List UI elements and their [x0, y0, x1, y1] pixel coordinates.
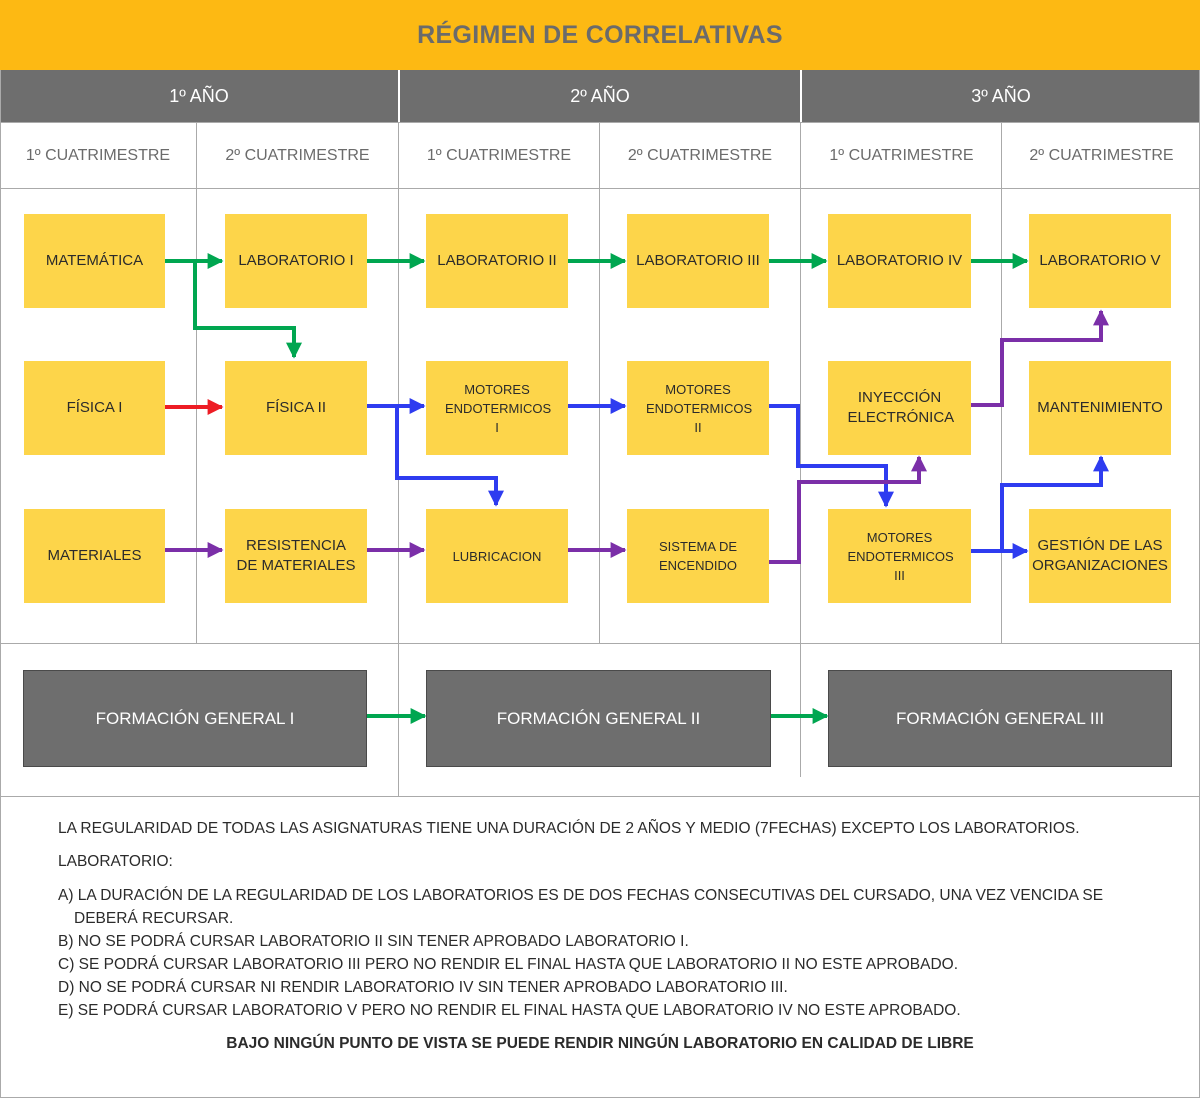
subject-motores-endotermicos-2: MOTORES ENDOTERMICOS II	[627, 361, 769, 455]
subject-laboratorio-5: LABORATORIO V	[1029, 214, 1171, 308]
subject-label: MOTORES ENDOTERMICOS III	[847, 529, 954, 583]
year-header-row: 1º AÑO 2º AÑO 3º AÑO	[0, 70, 1200, 122]
subject-laboratorio-4: LABORATORIO IV	[828, 214, 971, 308]
note-lab-heading: LABORATORIO:	[58, 853, 173, 870]
subject-mantenimiento: MANTENIMIENTO	[1029, 361, 1171, 455]
subject-label: MOTORES ENDOTERMICOS II	[646, 381, 753, 435]
arrow-matematica-to-fisica-2	[193, 261, 302, 359]
subject-motores-endotermicos-3: MOTORES ENDOTERMICOS III	[828, 509, 971, 603]
subject-label: SISTEMA DE ENCENDIDO	[658, 539, 738, 573]
subject-label: RESISTENCIA DE MATERIALES	[236, 537, 356, 574]
subject-label: GESTIÓN DE LAS ORGANIZACIONES	[1032, 537, 1168, 574]
subject-laboratorio-2: LABORATORIO II	[426, 214, 568, 308]
note-final-warning: BAJO NINGÚN PUNTO DE VISTA SE PUEDE REND…	[226, 1035, 974, 1052]
subject-materiales: MATERIALES	[24, 509, 165, 603]
semester-header: 2º CUATRIMESTRE	[225, 147, 370, 164]
year-2-header: 2º AÑO	[570, 85, 630, 106]
subject-gestion-de-las-organizaciones: GESTIÓN DE LAS ORGANIZACIONES	[1029, 509, 1171, 603]
semester-header: 1º CUATRIMESTRE	[426, 147, 572, 164]
grid-line	[0, 70, 1, 1098]
subject-formacion-general-1: FORMACIÓN GENERAL I	[23, 670, 367, 767]
arrow-motores-3-to-mantenimiento	[1000, 455, 1109, 551]
subject-laboratorio-3: LABORATORIO III	[627, 214, 769, 308]
page-title: RÉGIMEN DE CORRELATIVAS	[417, 20, 783, 49]
subject-formacion-general-3: FORMACIÓN GENERAL III	[828, 670, 1172, 767]
grid-line	[0, 643, 1200, 644]
year-3-header: 3º AÑO	[971, 85, 1031, 106]
title-bar: RÉGIMEN DE CORRELATIVAS	[0, 0, 1200, 70]
year-1-header: 1º AÑO	[169, 85, 229, 106]
grid-line	[0, 122, 1200, 123]
arrow-sistema-encendido-to-inyeccion	[769, 455, 927, 564]
subject-sistema-de-encendido: SISTEMA DE ENCENDIDO	[627, 509, 769, 603]
note-rule-b: B) NO SE PODRÁ CURSAR LABORATORIO II SIN…	[58, 933, 689, 950]
arrow-motores-2-to-motores-3	[769, 404, 894, 508]
subject-label: MOTORES ENDOTERMICOS I	[445, 381, 552, 435]
subject-formacion-general-2: FORMACIÓN GENERAL II	[426, 670, 771, 767]
grid-line	[800, 122, 801, 777]
note-rule-e: E) SE PODRÁ CURSAR LABORATORIO V PERO NO…	[58, 1002, 961, 1019]
year-separator	[800, 70, 802, 122]
note-rule-d: D) NO SE PODRÁ CURSAR NI RENDIR LABORATO…	[58, 979, 788, 996]
note-rule-a: A) LA DURACIÓN DE LA REGULARIDAD DE LOS …	[58, 887, 1104, 904]
note-rule-c: C) SE PODRÁ CURSAR LABORATORIO III PERO …	[58, 956, 959, 973]
subject-matematica: MATEMÁTICA	[24, 214, 165, 308]
grid-line	[0, 188, 1200, 189]
subject-label: INYECCIÓN ELECTRÓNICA	[847, 389, 955, 426]
note-rule-a-continued: DEBERÁ RECURSAR.	[74, 910, 234, 927]
grid-line	[196, 122, 197, 643]
subject-motores-endotermicos-1: MOTORES ENDOTERMICOS I	[426, 361, 568, 455]
grid-line	[599, 122, 600, 643]
semester-header: 2º CUATRIMESTRE	[627, 147, 773, 164]
arrow-fisica-2-to-lubricacion	[395, 406, 504, 507]
semester-header: 1º CUATRIMESTRE	[829, 147, 974, 164]
subject-lubricacion: LUBRICACION	[426, 509, 568, 603]
grid-line	[0, 796, 1200, 797]
semester-header: 2º CUATRIMESTRE	[1029, 147, 1174, 164]
arrow-inyeccion-to-laboratorio-5	[971, 309, 1109, 407]
subject-laboratorio-1: LABORATORIO I	[225, 214, 367, 308]
note-intro: LA REGULARIDAD DE TODAS LAS ASIGNATURAS …	[58, 820, 1080, 837]
subject-inyeccion-electronica: INYECCIÓN ELECTRÓNICA	[828, 361, 971, 455]
notes-section: LA REGULARIDAD DE TODAS LAS ASIGNATURAS …	[58, 818, 1158, 1053]
subject-resistencia-de-materiales: RESISTENCIA DE MATERIALES	[225, 509, 367, 603]
subject-fisica-1: FÍSICA I	[24, 361, 165, 455]
subject-fisica-2: FÍSICA II	[225, 361, 367, 455]
semester-header: 1º CUATRIMESTRE	[25, 147, 171, 164]
year-separator	[398, 70, 400, 122]
